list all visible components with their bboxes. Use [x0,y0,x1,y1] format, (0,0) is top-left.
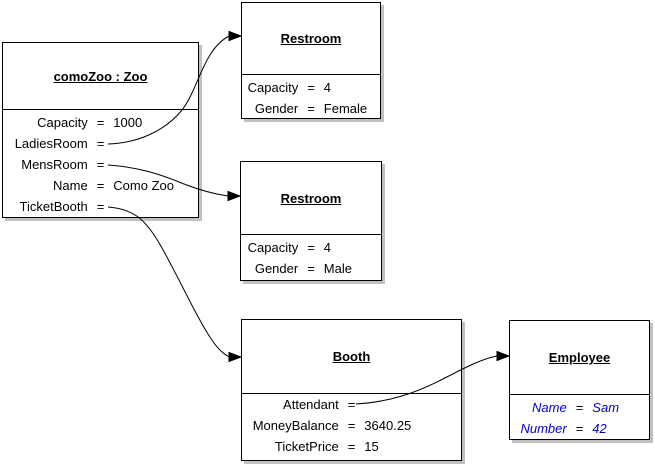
attr-value: 4 [323,240,332,255]
equals-sign: = [307,240,315,255]
attr-name: MoneyBalance [252,418,339,433]
attribute-list: Name = Sam Number = 42 [510,395,649,439]
attribute-list: Capacity = 1000 LadiesRoom = MensRoom = … [3,110,198,217]
attr-row-number: Number = 42 [510,418,649,439]
attr-value: Male [323,261,352,276]
attribute-list: Attendant = MoneyBalance = 3640.25 Ticke… [242,394,461,457]
node-title-employee: Employee [548,350,611,365]
attr-name: LadiesRoom [14,136,88,151]
attr-name: Capacity [247,80,299,95]
equals-sign: = [347,418,356,433]
attr-row-ticketprice: TicketPrice = 15 [242,436,461,457]
equals-sign: = [96,157,105,172]
node-title-restroom-male: Restroom [280,190,342,206]
edge-attendant-to-employee[interactable] [355,350,511,405]
attr-name: Capacity [37,115,88,130]
attr-name: Number [520,421,567,436]
equals-sign: = [307,101,315,116]
equals-sign: = [96,136,105,151]
object-node-restroom-male[interactable]: Restroom Capacity = 4 Gender = Male [240,161,382,281]
attr-row-capacity: Capacity = 4 [241,237,381,258]
attr-row-ticketbooth: TicketBooth = [3,196,198,217]
attr-row-moneybalance: MoneyBalance = 3640.25 [242,415,461,436]
node-title-restroom-female: Restroom [280,31,342,46]
attr-name: Gender [254,261,299,276]
edge-mensroom-to-restroom-male[interactable] [107,164,242,202]
equals-sign: = [575,400,584,415]
attr-name: Capacity [247,240,299,255]
edge-ladiesroom-to-restroom-female[interactable] [107,30,243,145]
equals-sign: = [575,421,584,436]
object-node-booth[interactable]: Booth Attendant = MoneyBalance = 3640.25… [241,319,462,461]
object-node-employee[interactable]: Employee Name = Sam Number = 42 [509,320,650,440]
attr-row-gender: Gender = Male [241,258,381,279]
attr-value: 15 [364,439,379,454]
attr-name: Name [53,178,88,193]
object-node-restroom-female[interactable]: Restroom Capacity = 4 Gender = Female [241,2,381,119]
equals-sign: = [96,115,105,130]
attr-value: Sam [592,400,620,415]
arrowhead-icon [227,190,242,202]
attr-name: Attendant [283,397,339,412]
attr-row-mensroom: MensRoom = [3,154,198,175]
node-header: Restroom [242,3,380,75]
arrowhead-icon [228,351,243,363]
equals-sign: = [347,397,356,412]
object-node-comozoo[interactable]: comoZoo : Zoo Capacity = 1000 LadiesRoom… [2,42,199,218]
attr-row-name: Name = Como Zoo [3,175,198,196]
attr-name: TicketBooth [19,199,88,214]
equals-sign: = [307,261,315,276]
node-header: Restroom [241,162,381,235]
attr-row-capacity: Capacity = 1000 [3,112,198,133]
equals-sign: = [307,80,315,95]
attr-name: TicketPrice [274,439,339,454]
node-header: Employee [510,321,649,395]
equals-sign: = [96,199,105,214]
attr-name: Name [532,400,567,415]
arrowhead-icon [228,30,243,42]
attr-value: Como Zoo [113,178,174,193]
attr-row-capacity: Capacity = 4 [242,77,380,98]
edge-ticketbooth-to-booth[interactable] [107,206,243,363]
attr-row-name: Name = Sam [510,397,649,418]
node-header: Booth [242,320,461,394]
attr-value: 4 [323,80,332,95]
attr-value: 3640.25 [364,418,412,433]
arrowhead-icon [496,350,511,362]
node-title-booth: Booth [332,349,371,364]
attr-value: 1000 [113,115,143,130]
equals-sign: = [96,178,105,193]
attribute-list: Capacity = 4 Gender = Female [242,75,380,119]
attr-row-ladiesroom: LadiesRoom = [3,133,198,154]
attr-name: MensRoom [21,157,88,172]
attr-value: 42 [592,421,607,436]
node-header: comoZoo : Zoo [3,43,198,110]
attr-name: Gender [254,101,299,116]
attr-value: Female [323,101,368,116]
attribute-list: Capacity = 4 Gender = Male [241,235,381,279]
attr-row-gender: Gender = Female [242,98,380,119]
node-title-comozoo: comoZoo : Zoo [53,68,148,84]
attr-row-attendant: Attendant = [242,394,461,415]
equals-sign: = [347,439,356,454]
